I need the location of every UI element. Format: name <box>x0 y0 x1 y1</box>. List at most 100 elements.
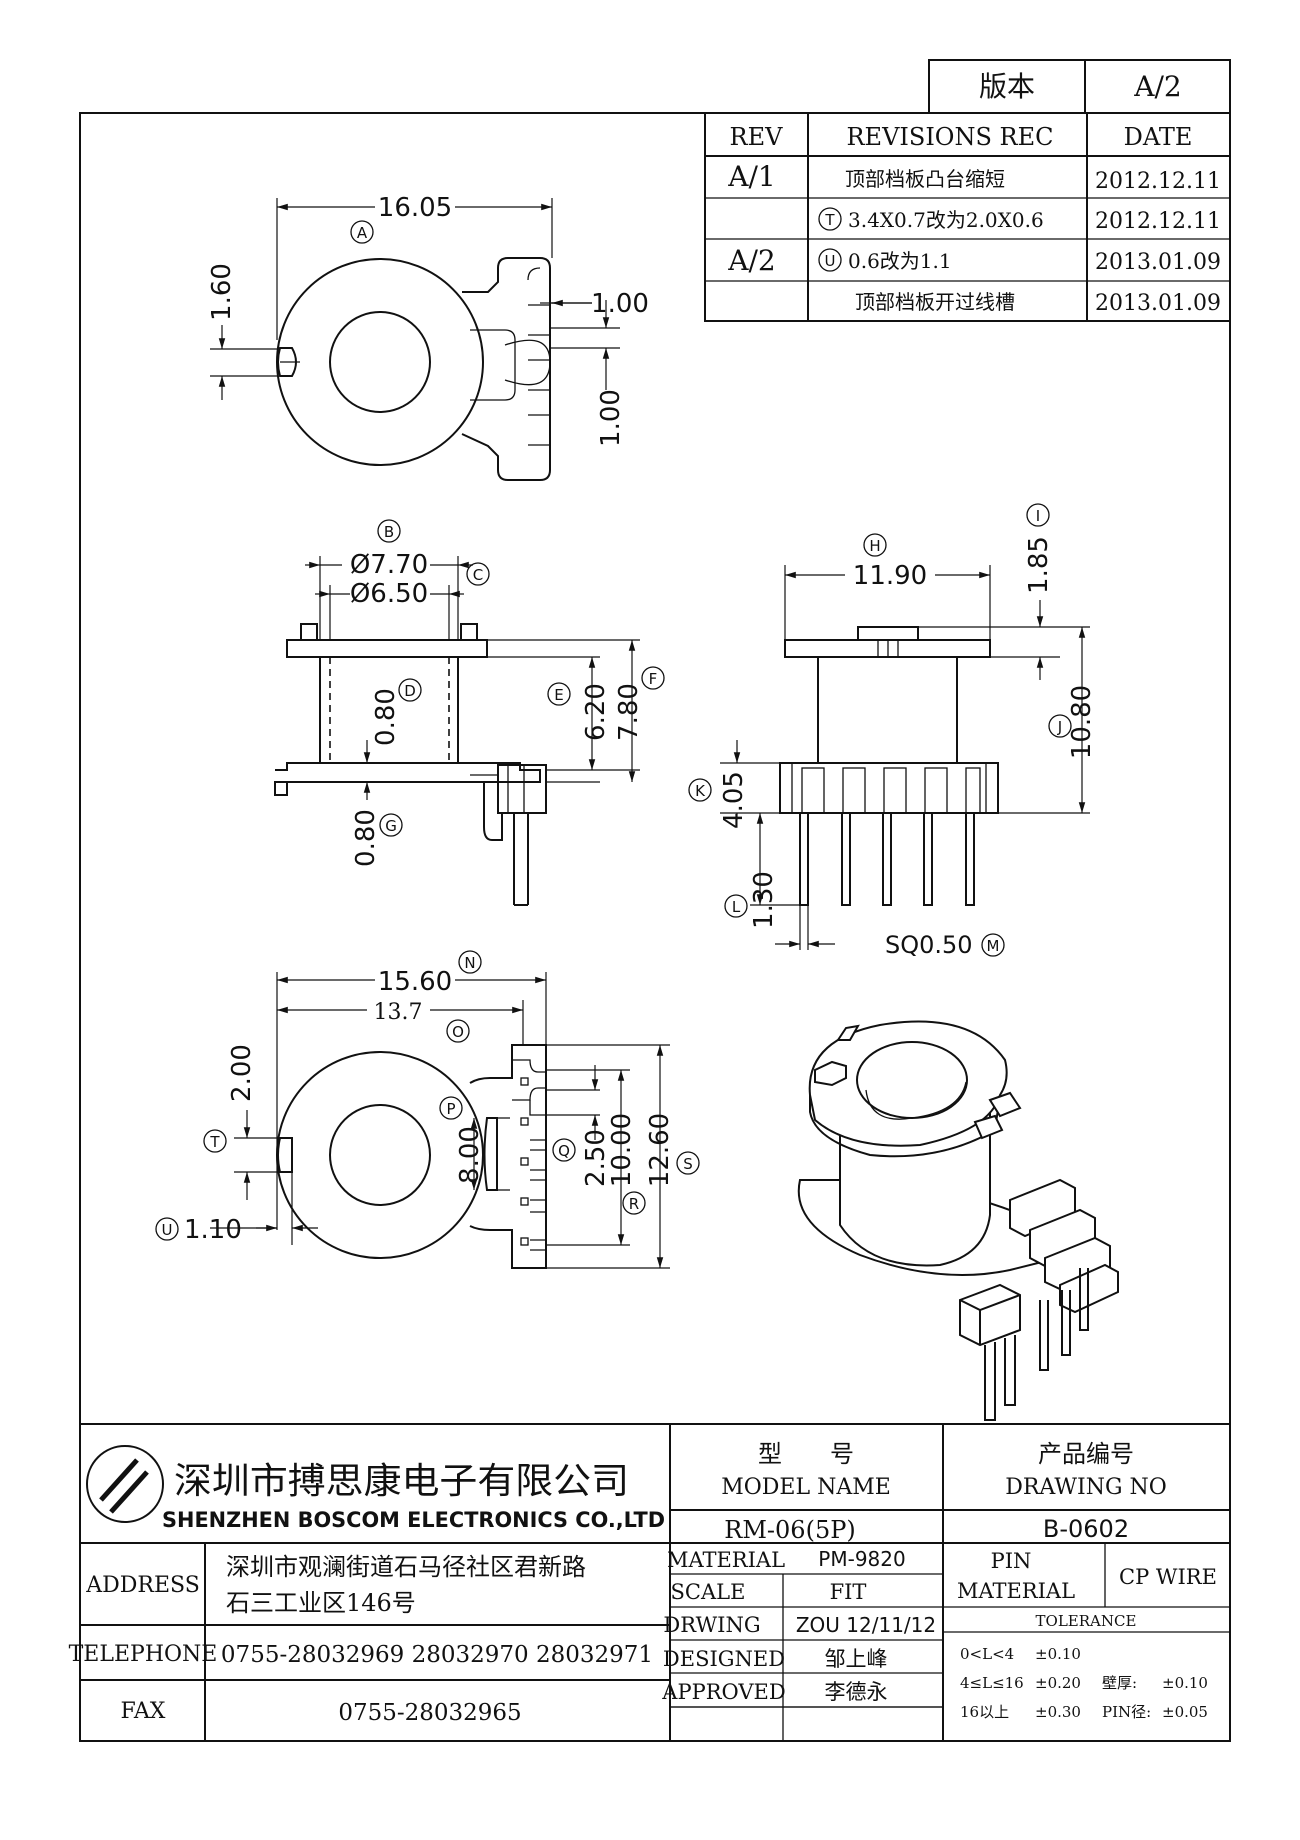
marker-A: A <box>357 224 368 242</box>
dim-side-w: 11.90 <box>853 561 927 591</box>
marker-D: D <box>404 682 416 700</box>
rev-header-date: DATE <box>1124 123 1193 151</box>
dim-front-wall: 0.80 <box>371 688 401 746</box>
model-label-en: MODEL NAME <box>721 1475 891 1500</box>
dim-front-h1: 6.20 <box>581 683 611 741</box>
rev-row-2-date: 2012.12.11 <box>1095 209 1221 234</box>
dim-side-sq: SQ0.50 <box>885 931 973 959</box>
material-label: MATERIAL <box>667 1548 785 1572</box>
rev-row-1-rev: A/1 <box>727 160 775 193</box>
marker-M: M <box>987 937 1000 955</box>
rev-row-4-text: 顶部档板开过线槽 <box>855 290 1015 314</box>
version-label: 版本 <box>979 70 1035 103</box>
dim-top-pin-pitch: 1.00 <box>596 389 626 447</box>
designed-value: 邹上峰 <box>825 1647 888 1671</box>
marker-O: O <box>452 1023 464 1041</box>
tol-extra-label-3: PIN径: <box>1102 1703 1151 1721</box>
tol-value-3: ±0.30 <box>1035 1703 1081 1721</box>
telephone-label: TELEPHONE <box>69 1642 218 1667</box>
company-name-cn: 深圳市搏思康电子有限公司 <box>174 1461 629 1502</box>
dim-side-pin: 1.30 <box>749 871 779 929</box>
marker-E: E <box>554 686 563 704</box>
marker-T: T <box>209 1133 220 1151</box>
marker-S: S <box>683 1155 693 1173</box>
marker-G: G <box>385 817 397 835</box>
title-block <box>80 1423 1230 1741</box>
marker-P: P <box>446 1100 455 1118</box>
model-value: RM-06(5P) <box>724 1516 855 1544</box>
drawing-label-en: DRAWING NO <box>1005 1475 1167 1500</box>
pin-material-value: CP WIRE <box>1119 1565 1217 1589</box>
dim-front-h2: 7.80 <box>614 683 644 741</box>
address-label: ADDRESS <box>85 1573 200 1598</box>
front-view <box>274 623 547 906</box>
rev-row-1-text: 顶部档板凸台缩短 <box>845 167 1005 191</box>
dim-front-od: Ø7.70 <box>350 550 428 580</box>
tol-extra-label-2: 壁厚: <box>1102 1674 1137 1692</box>
isometric-view <box>797 1020 1119 1421</box>
marker-C: C <box>473 566 483 584</box>
tol-range-1: 0<L<4 <box>960 1645 1014 1663</box>
scale-value: FIT <box>830 1580 867 1604</box>
tol-range-3: 16以上 <box>960 1703 1009 1721</box>
scale-label: SCALE <box>671 1580 746 1604</box>
marker-K: K <box>695 782 706 800</box>
dim-side-base: 4.05 <box>719 771 749 829</box>
model-label-cn: 型 号 <box>758 1440 854 1468</box>
side-view-dims <box>720 565 1090 950</box>
marker-F: F <box>649 670 658 688</box>
top-view <box>276 257 551 481</box>
dim-front-base: 0.80 <box>351 809 381 867</box>
rev-row-3-date: 2013.01.09 <box>1095 250 1221 275</box>
side-view <box>779 626 999 906</box>
drwing-label: DRWING <box>663 1613 760 1637</box>
pin-material-label-1: PIN <box>991 1549 1032 1573</box>
designed-label: DESIGNED <box>663 1647 785 1671</box>
pin-material-label-2: MATERIAL <box>957 1579 1075 1603</box>
bottom-view-dims <box>210 972 670 1269</box>
dim-bot-t: 2.00 <box>227 1044 257 1102</box>
company-logo <box>86 1445 164 1523</box>
marker-J: J <box>1057 718 1062 736</box>
address-line-2: 石三工业区146号 <box>226 1589 416 1617</box>
marker-Q: Q <box>558 1142 570 1160</box>
dim-bot-p: 8.00 <box>455 1126 485 1184</box>
rev-row-3-text: 0.6改为1.1 <box>848 249 952 273</box>
approved-label: APPROVED <box>661 1680 785 1704</box>
revision-table <box>704 112 1231 322</box>
dim-front-id: Ø6.50 <box>350 579 428 609</box>
material-value: PM-9820 <box>818 1547 905 1571</box>
drawing-value: B-0602 <box>1043 1515 1129 1543</box>
dim-bot-w1: 15.60 <box>378 967 452 997</box>
top-view-dims <box>210 198 620 400</box>
rev-row-3-mark: U <box>825 252 836 270</box>
dim-bot-u: 1.10 <box>184 1215 242 1245</box>
dim-top-h1: 1.60 <box>207 263 237 321</box>
drwing-value: ZOU 12/11/12 <box>796 1613 936 1637</box>
rev-row-3-rev: A/2 <box>727 244 775 277</box>
rev-row-2-mark: T <box>824 211 835 229</box>
tol-range-2: 4≤L≤16 <box>960 1674 1024 1692</box>
rev-row-2-text: 3.4X0.7改为2.0X0.6 <box>848 208 1044 232</box>
dim-top-width: 16.05 <box>378 193 452 223</box>
rev-row-4-date: 2013.01.09 <box>1095 291 1221 316</box>
tol-value-1: ±0.10 <box>1035 1645 1081 1663</box>
dim-bot-r: 10.00 <box>607 1113 637 1187</box>
marker-L: L <box>732 898 741 916</box>
rev-header-rev: REV <box>730 123 784 151</box>
marker-N: N <box>464 954 475 972</box>
marker-I: I <box>1036 507 1040 525</box>
marker-B: B <box>384 523 394 541</box>
approved-value: 李德永 <box>825 1680 888 1704</box>
dim-bot-q: 2.50 <box>581 1129 611 1187</box>
dim-side-h: 10.80 <box>1067 685 1097 759</box>
address-line-1: 深圳市观澜街道石马径社区君新路 <box>226 1553 586 1581</box>
tol-value-2: ±0.20 <box>1035 1674 1081 1692</box>
tolerance-label: TOLERANCE <box>1036 1612 1137 1630</box>
fax-label: FAX <box>121 1699 166 1724</box>
telephone-value: 0755-28032969 28032970 28032971 <box>221 1642 653 1668</box>
dim-top-pin-w: 1.00 <box>591 289 649 319</box>
company-name-en: SHENZHEN BOSCOM ELECTRONICS CO.,LTD <box>162 1508 665 1532</box>
rev-row-1-date: 2012.12.11 <box>1095 169 1221 194</box>
